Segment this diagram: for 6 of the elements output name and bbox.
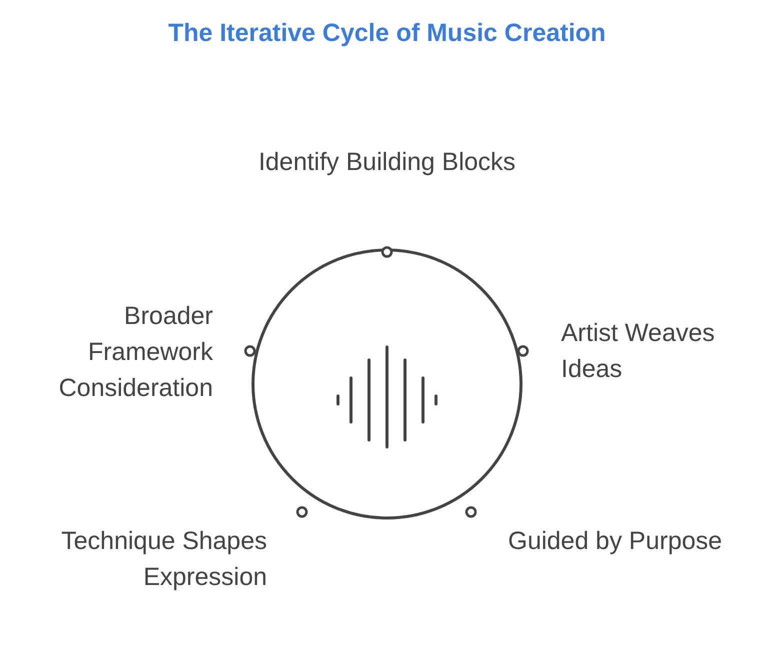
stage-label: Guided by Purpose bbox=[508, 526, 724, 557]
stage-label: Broader Framework Consideration bbox=[58, 301, 213, 404]
stage-label: Technique Shapes Expression bbox=[60, 526, 267, 593]
stage-label: Artist Weaves Ideas bbox=[561, 318, 716, 385]
title: The Iterative Cycle of Music Creation bbox=[167, 19, 607, 48]
stage-label: Identify Building Blocks bbox=[257, 147, 517, 178]
